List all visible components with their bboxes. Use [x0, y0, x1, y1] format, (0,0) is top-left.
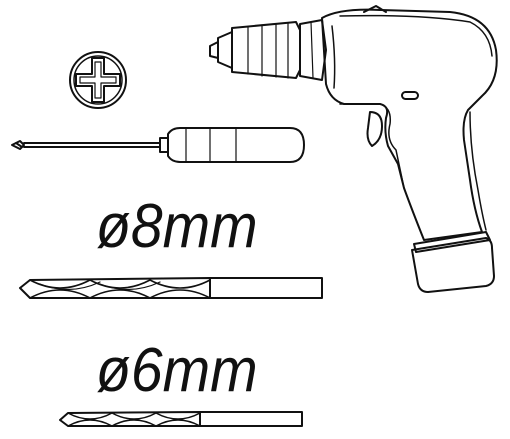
twist-drill-bit-icon: [59, 411, 303, 427]
drill-bit-6mm-label: ø6mm: [96, 336, 258, 405]
phillips-screwdriver-icon: [11, 127, 305, 163]
twist-drill-bit-icon: [19, 277, 323, 299]
phillips-screw-head-icon: [69, 51, 127, 109]
cordless-drill-icon: [209, 5, 498, 293]
drill-bit-8mm-label: ø8mm: [96, 192, 258, 261]
